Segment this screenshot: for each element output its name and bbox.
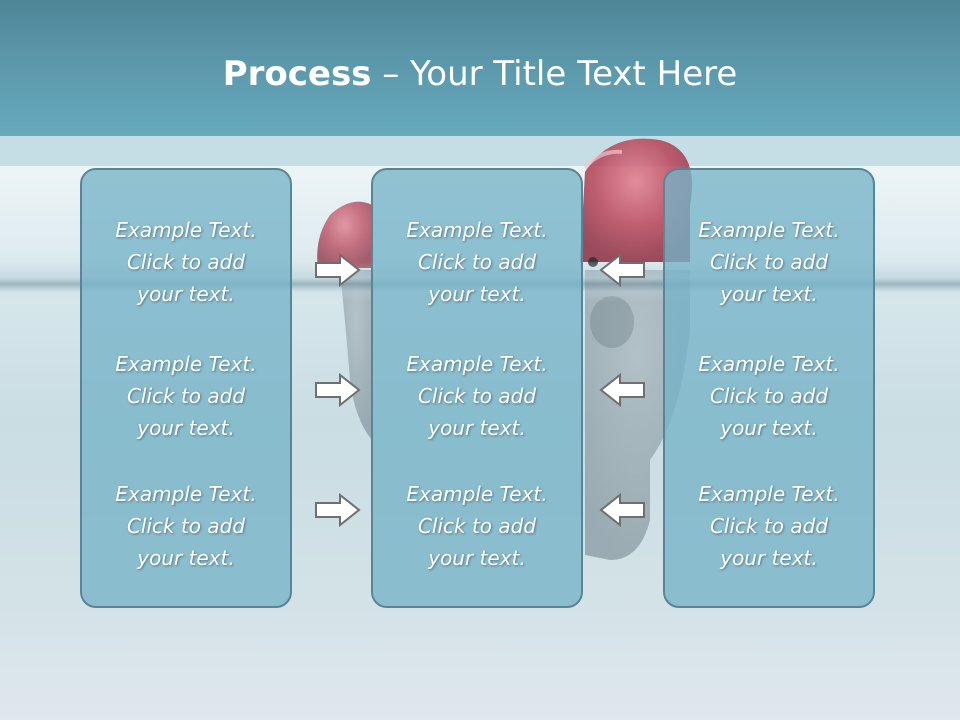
- arrow-left-icon: [599, 372, 645, 408]
- text-line: Example Text.: [406, 352, 548, 376]
- text-line: Click to add: [709, 250, 829, 274]
- text-line: your text.: [428, 546, 526, 570]
- slide-title[interactable]: Process – Your Title Text Here: [0, 52, 960, 96]
- text-line: Example Text.: [406, 482, 548, 506]
- text-line: Example Text.: [406, 218, 548, 242]
- text-line: your text.: [137, 546, 235, 570]
- text-block[interactable]: Example Text. Click to add your text.: [665, 478, 873, 574]
- text-block[interactable]: Example Text. Click to add your text.: [373, 214, 581, 310]
- text-line: Example Text.: [698, 352, 840, 376]
- text-line: Example Text.: [698, 482, 840, 506]
- text-block[interactable]: Example Text. Click to add your text.: [82, 478, 290, 574]
- text-line: Click to add: [417, 250, 537, 274]
- text-line: your text.: [720, 416, 818, 440]
- text-line: Click to add: [126, 250, 246, 274]
- arrow-right-icon: [315, 372, 361, 408]
- process-box-right[interactable]: Example Text. Click to add your text. Ex…: [663, 168, 875, 608]
- process-box-left[interactable]: Example Text. Click to add your text. Ex…: [80, 168, 292, 608]
- text-line: Click to add: [709, 384, 829, 408]
- text-line: your text.: [720, 282, 818, 306]
- arrow-right-icon: [315, 252, 361, 288]
- text-block[interactable]: Example Text. Click to add your text.: [82, 214, 290, 310]
- arrow-left-icon: [599, 252, 645, 288]
- text-block[interactable]: Example Text. Click to add your text.: [373, 348, 581, 444]
- text-line: Click to add: [126, 514, 246, 538]
- header-underband: [0, 136, 960, 166]
- text-line: Click to add: [709, 514, 829, 538]
- text-block[interactable]: Example Text. Click to add your text.: [373, 478, 581, 574]
- title-strong: Process: [222, 54, 372, 94]
- title-rest: – Your Title Text Here: [371, 54, 738, 94]
- text-line: your text.: [720, 546, 818, 570]
- text-line: Click to add: [126, 384, 246, 408]
- text-line: Click to add: [417, 514, 537, 538]
- text-line: your text.: [428, 282, 526, 306]
- arrow-right-icon: [315, 492, 361, 528]
- text-line: Example Text.: [115, 482, 257, 506]
- title-bar: Process – Your Title Text Here: [0, 0, 960, 136]
- text-block[interactable]: Example Text. Click to add your text.: [82, 348, 290, 444]
- text-line: Click to add: [417, 384, 537, 408]
- text-line: Example Text.: [115, 218, 257, 242]
- text-block[interactable]: Example Text. Click to add your text.: [665, 214, 873, 310]
- text-line: Example Text.: [115, 352, 257, 376]
- text-line: your text.: [137, 282, 235, 306]
- text-line: Example Text.: [698, 218, 840, 242]
- text-block[interactable]: Example Text. Click to add your text.: [665, 348, 873, 444]
- text-line: your text.: [428, 416, 526, 440]
- process-box-center[interactable]: Example Text. Click to add your text. Ex…: [371, 168, 583, 608]
- text-line: your text.: [137, 416, 235, 440]
- arrow-left-icon: [599, 492, 645, 528]
